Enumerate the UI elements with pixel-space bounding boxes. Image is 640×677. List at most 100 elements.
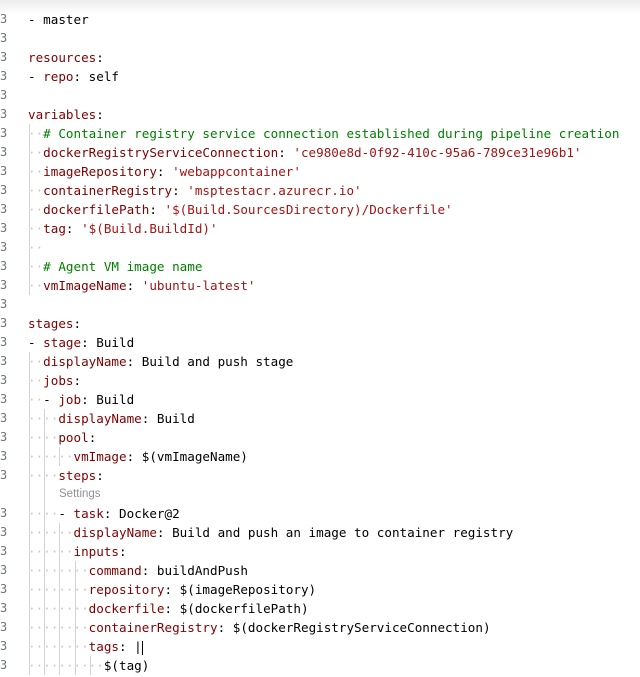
- code-line[interactable]: 3- stage: Build: [0, 333, 640, 352]
- indent-guide: [74, 580, 76, 599]
- code-text: ····pool:: [28, 428, 96, 447]
- code-line[interactable]: 3 ····pool:: [0, 428, 640, 447]
- indent-guide: [29, 599, 30, 618]
- code-line[interactable]: 3········command: buildAndPush: [0, 561, 640, 580]
- line-number: 3: [0, 468, 8, 482]
- code-line[interactable]: 3··tag: '$(Build.BuildId)': [0, 219, 640, 238]
- code-line[interactable]: 3····- task: Docker@2: [0, 504, 640, 523]
- code-line[interactable]: 3··imageRepository: 'webappcontainer': [0, 162, 640, 181]
- code-line[interactable]: 3··# Agent VM image name: [0, 257, 640, 276]
- whitespace-marker: ····: [28, 468, 59, 483]
- yaml-key: job: [58, 392, 82, 407]
- yaml-key: stages: [28, 316, 74, 331]
- code-text: stages:: [28, 314, 81, 333]
- code-line[interactable]: 3··displayName: Build and push stage: [0, 352, 640, 371]
- whitespace-marker: ··: [28, 145, 44, 160]
- code-line[interactable]: 3··jobs:: [0, 371, 640, 390]
- code-line[interactable]: 3········tags: |: [0, 637, 640, 656]
- yaml-value: -: [43, 392, 59, 407]
- code-text: ····displayName: Build: [28, 409, 195, 428]
- indent-guide: [44, 428, 46, 447]
- whitespace-marker: ······: [28, 544, 74, 559]
- code-line[interactable]: 3··- job: Build: [0, 390, 640, 409]
- indent-guide: [44, 599, 46, 618]
- code-text: resources:: [28, 48, 104, 67]
- indent-guide: [29, 219, 30, 238]
- indent-guide: [44, 561, 46, 580]
- indent-guide: [44, 523, 46, 542]
- indent-guide: [74, 637, 76, 656]
- code-line[interactable]: 3: [0, 29, 640, 48]
- line-number: 3: [0, 297, 8, 311]
- code-text: ····steps:: [28, 466, 104, 485]
- code-text: ··imageRepository: 'webappcontainer': [28, 162, 301, 181]
- whitespace-marker: ··: [28, 183, 44, 198]
- line-number: 3: [0, 354, 8, 368]
- yaml-string: 'webappcontainer': [172, 164, 301, 179]
- indent-guide: [44, 542, 46, 561]
- code-text: ··- job: Build: [28, 390, 134, 409]
- line-number: 3: [0, 107, 8, 121]
- code-text: ··containerRegistry: 'msptestacr.azurecr…: [28, 181, 362, 200]
- yaml-value: :: [96, 107, 104, 122]
- code-line[interactable]: 3··containerRegistry: 'msptestacr.azurec…: [0, 181, 640, 200]
- yaml-value: : Build: [81, 335, 135, 350]
- code-line[interactable]: 3 variables:: [0, 105, 640, 124]
- code-line[interactable]: 3··········$(tag): [0, 656, 640, 675]
- indent-guide: [44, 485, 46, 504]
- indent-guide: [44, 580, 46, 599]
- codelens-row: Settings: [0, 485, 640, 504]
- yaml-value: : Build and push an image to container r…: [156, 525, 514, 540]
- code-line[interactable]: 3- repo: self: [0, 67, 640, 86]
- yaml-value: :: [88, 430, 97, 445]
- yaml-value: : |: [119, 639, 142, 654]
- code-line[interactable]: 3: [0, 295, 640, 314]
- yaml-value: :: [278, 145, 294, 160]
- code-text: ······displayName: Build and push an ima…: [28, 523, 513, 542]
- indent-guide: [29, 637, 30, 656]
- yaml-string: 'ce980e8d-0f92-410c-95a6-789ce31e96b1': [293, 145, 582, 160]
- line-number: 3: [0, 430, 8, 444]
- code-line[interactable]: 3 ····steps:: [0, 466, 640, 485]
- code-line[interactable]: 3········containerRegistry: $(dockerRegi…: [0, 618, 640, 637]
- code-line[interactable]: 3··dockerfilePath: '$(Build.SourcesDirec…: [0, 200, 640, 219]
- indent-guide: [44, 637, 46, 656]
- code-line[interactable]: 3: [0, 86, 640, 105]
- code-text: variables:: [28, 105, 104, 124]
- code-line[interactable]: 3··dockerRegistryServiceConnection: 'ce9…: [0, 143, 640, 162]
- indent-guide: [29, 371, 30, 390]
- line-number: 3: [0, 88, 8, 102]
- indent-guide: [89, 656, 91, 675]
- indent-guide: [29, 561, 30, 580]
- yaml-key: variables: [28, 107, 97, 122]
- settings-codelens-link[interactable]: Settings: [59, 488, 101, 500]
- code-line[interactable]: 3····displayName: Build: [0, 409, 640, 428]
- code-line[interactable]: 3··: [0, 238, 640, 257]
- code-line[interactable]: 3··vmImageName: 'ubuntu-latest': [0, 276, 640, 295]
- yaml-value: : $(dockerRegistryServiceConnection): [217, 620, 491, 635]
- indent-guide: [29, 485, 30, 504]
- code-text: ··jobs:: [28, 371, 81, 390]
- code-line[interactable]: 3········dockerfile: $(dockerfilePath): [0, 599, 640, 618]
- whitespace-marker: ········: [28, 639, 89, 654]
- yaml-key: tags: [88, 639, 120, 654]
- indent-guide: [74, 656, 76, 675]
- yaml-value: :: [73, 316, 82, 331]
- code-text: ··dockerfilePath: '$(Build.SourcesDirect…: [28, 200, 453, 219]
- code-line[interactable]: 3······vmImage: $(vmImageName): [0, 447, 640, 466]
- indent-guide: [44, 409, 46, 428]
- code-line[interactable]: 3······displayName: Build and push an im…: [0, 523, 640, 542]
- yaml-key: displayName: [73, 525, 157, 540]
- yaml-value: :: [149, 202, 165, 217]
- line-number: 3: [0, 544, 8, 558]
- indent-guide: [59, 618, 61, 637]
- code-line[interactable]: 3········repository: $(imageRepository): [0, 580, 640, 599]
- code-line[interactable]: 3- master: [0, 10, 640, 29]
- code-line[interactable]: 3······inputs:: [0, 542, 640, 561]
- yaml-value: :: [65, 221, 82, 236]
- code-text: ··tag: '$(Build.BuildId)': [28, 219, 218, 238]
- code-line[interactable]: 3··# Container registry service connecti…: [0, 124, 640, 143]
